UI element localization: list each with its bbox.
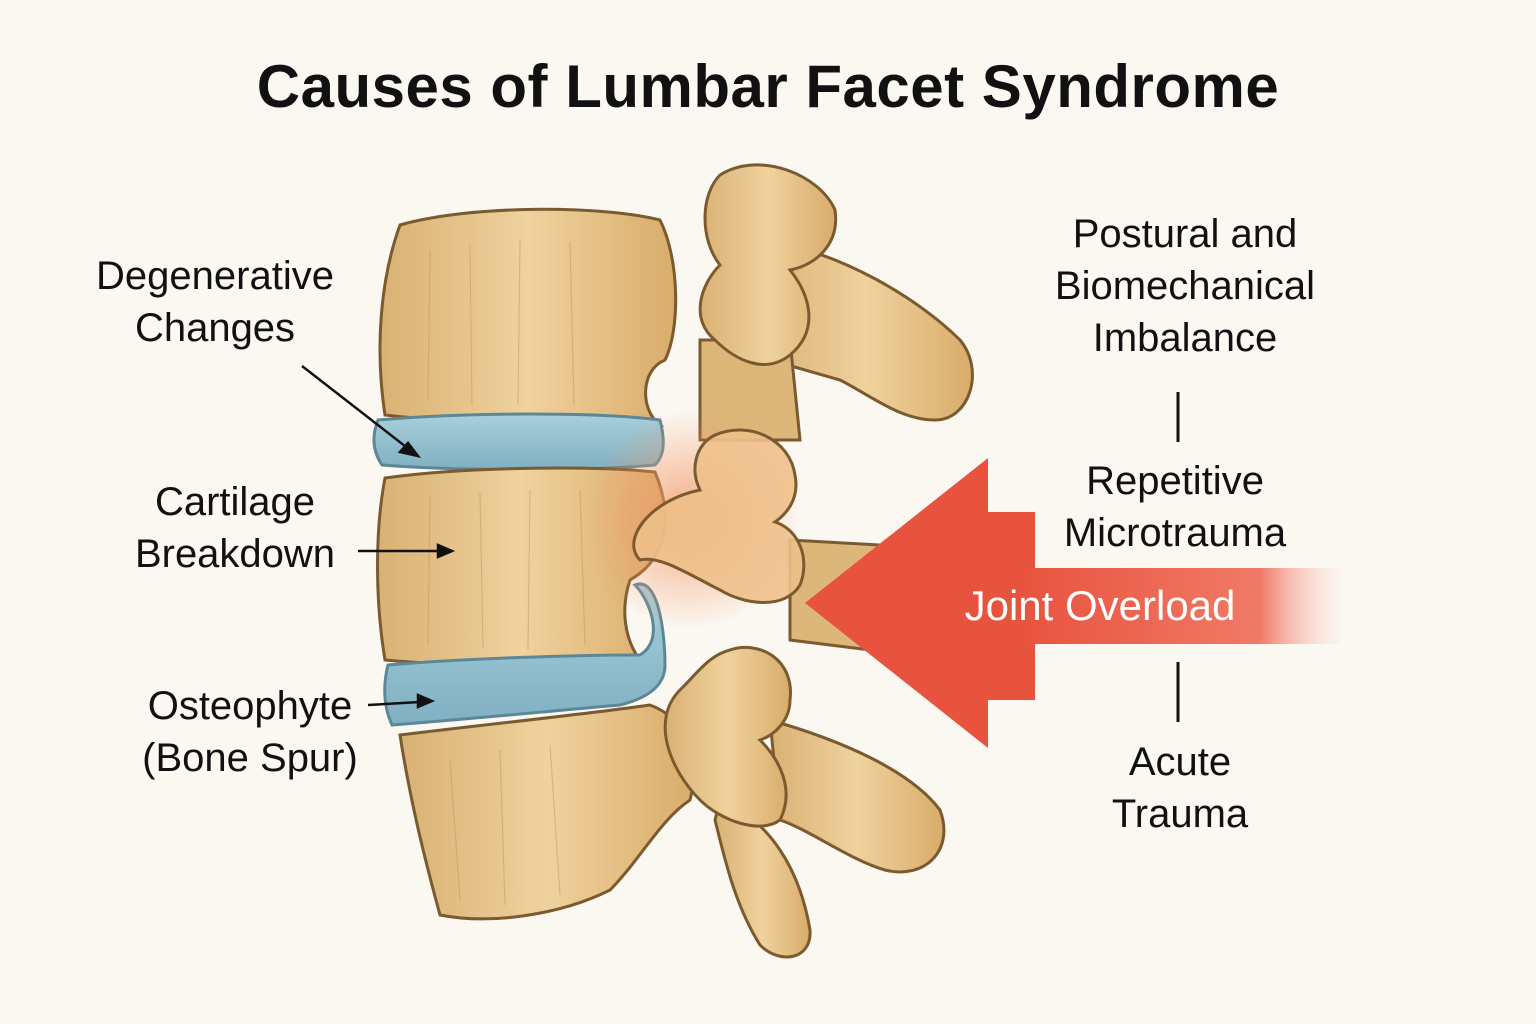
- transverse-process-bottom: [713, 717, 946, 959]
- label-degenerative-line1: Degenerative: [96, 254, 334, 298]
- label-cartilage-breakdown: Cartilage Breakdown: [100, 476, 370, 580]
- facet-joint-top: [698, 163, 838, 366]
- label-postural-line2: Biomechanical: [1054, 264, 1316, 308]
- label-degenerative-line2: Changes: [134, 306, 296, 350]
- label-osteophyte-line2: (Bone Spur): [142, 736, 358, 780]
- cartilage-arrowhead: [436, 543, 456, 559]
- disc-bottom: [383, 582, 667, 727]
- joint-overload-label: Joint Overload: [964, 582, 1236, 629]
- vertebral-body-top: [378, 207, 678, 427]
- bone-texture: [427, 239, 586, 906]
- leader-lines: [301, 365, 456, 709]
- label-osteophyte: Osteophyte (Bone Spur): [110, 680, 390, 784]
- osteophyte-leader: [367, 700, 421, 707]
- facet-joint-middle: [632, 428, 806, 604]
- label-postural-imbalance: Postural and Biomechanical Imbalance: [1020, 208, 1350, 364]
- label-repetitive-line1: Repetitive: [1086, 459, 1264, 503]
- label-cartilage-line1: Cartilage: [154, 480, 316, 524]
- transverse-process-top: [758, 238, 974, 422]
- degenerative-leader: [301, 365, 411, 451]
- label-repetitive-line2: Microtrauma: [1063, 511, 1287, 555]
- label-degenerative-changes: Degenerative Changes: [60, 250, 370, 354]
- label-repetitive-microtrauma: Repetitive Microtrauma: [1030, 455, 1320, 559]
- label-acute-line2: Trauma: [1111, 792, 1249, 836]
- joint-overload-arrow: [805, 458, 1340, 748]
- label-acute-trauma: Acute Trauma: [1080, 736, 1280, 840]
- degenerative-arrowhead: [397, 441, 422, 458]
- page-title: Causes of Lumbar Facet Syndrome: [256, 53, 1280, 120]
- label-acute-line1: Acute: [1128, 740, 1232, 784]
- label-cartilage-line2: Breakdown: [134, 532, 336, 576]
- facet-joint-bottom: [663, 645, 792, 828]
- osteophyte-arrowhead: [416, 693, 436, 709]
- label-postural-line3: Imbalance: [1092, 316, 1278, 360]
- label-postural-line1: Postural and: [1072, 212, 1298, 256]
- vertebral-body-bottom: [398, 703, 696, 921]
- label-osteophyte-line1: Osteophyte: [147, 684, 353, 728]
